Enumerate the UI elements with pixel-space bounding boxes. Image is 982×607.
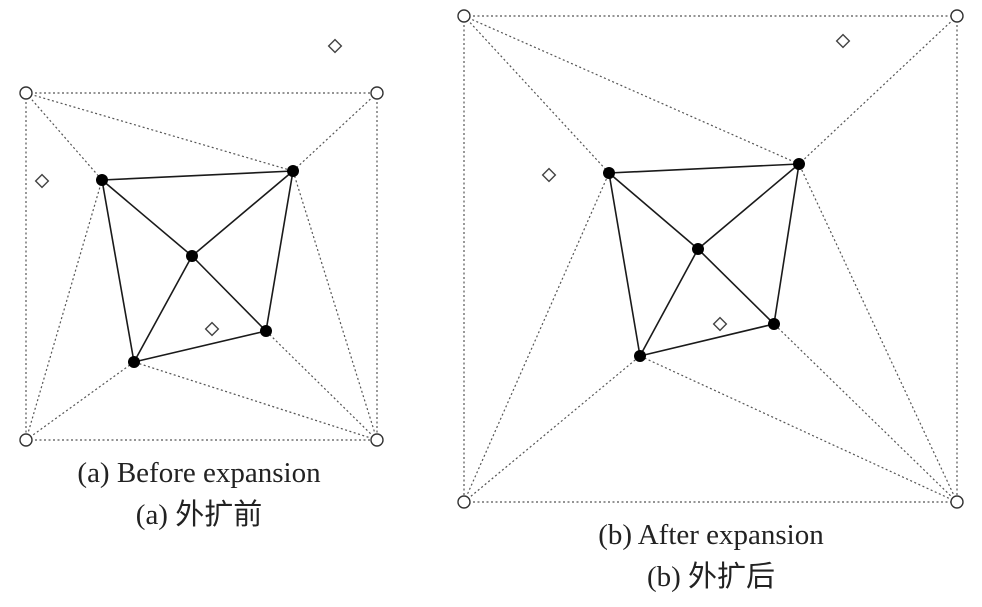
panel-a-inner-node [128,356,140,368]
panel-b-inner-node [634,350,646,362]
panel-b-outer-node-top-left [457,9,471,23]
panel-a-diamond-marker [327,38,343,54]
panel-b-inner-node [793,158,805,170]
panel-a-caption-zh: (a) 外扩前 [136,498,262,531]
panel-a-outer-node-top-right [370,86,384,100]
panel-a-inner-node [287,165,299,177]
panel-a-solid-edges [101,170,294,363]
panel-b-dotted-edges [463,15,958,503]
panel-a-dotted-edges [25,92,378,441]
panel-a-diamond-marker [204,321,220,337]
panel-b-solid-edges [608,163,800,357]
panel-b-diamond-marker [541,167,557,183]
panel-a-inner-node [260,325,272,337]
panel-b-inner-node [603,167,615,179]
panel-b-inner-node [692,243,704,255]
panel-b-caption-en: (b) After expansion [598,519,824,551]
panel-a-caption-en: (a) Before expansion [77,457,321,489]
panel-a-outer-node-bottom-right [370,433,384,447]
panel-a-outer-node-top-left [19,86,33,100]
panel-b-diamond-marker [835,33,851,49]
panel-b-outer-node-top-right [950,9,964,23]
panel-a-diamond-marker [34,173,50,189]
panel-a-diagram [19,38,384,447]
panel-a-outer-node-bottom-left [19,433,33,447]
panel-b-inner-node [768,318,780,330]
panel-b-diamond-marker [712,316,728,332]
panel-b-caption-zh: (b) 外扩后 [647,560,775,593]
panel-b-diagram [457,9,964,509]
panel-b-outer-node-bottom-right [950,495,964,509]
panel-b-outer-node-bottom-left [457,495,471,509]
panel-a-inner-node [186,250,198,262]
panel-a-inner-node [96,174,108,186]
